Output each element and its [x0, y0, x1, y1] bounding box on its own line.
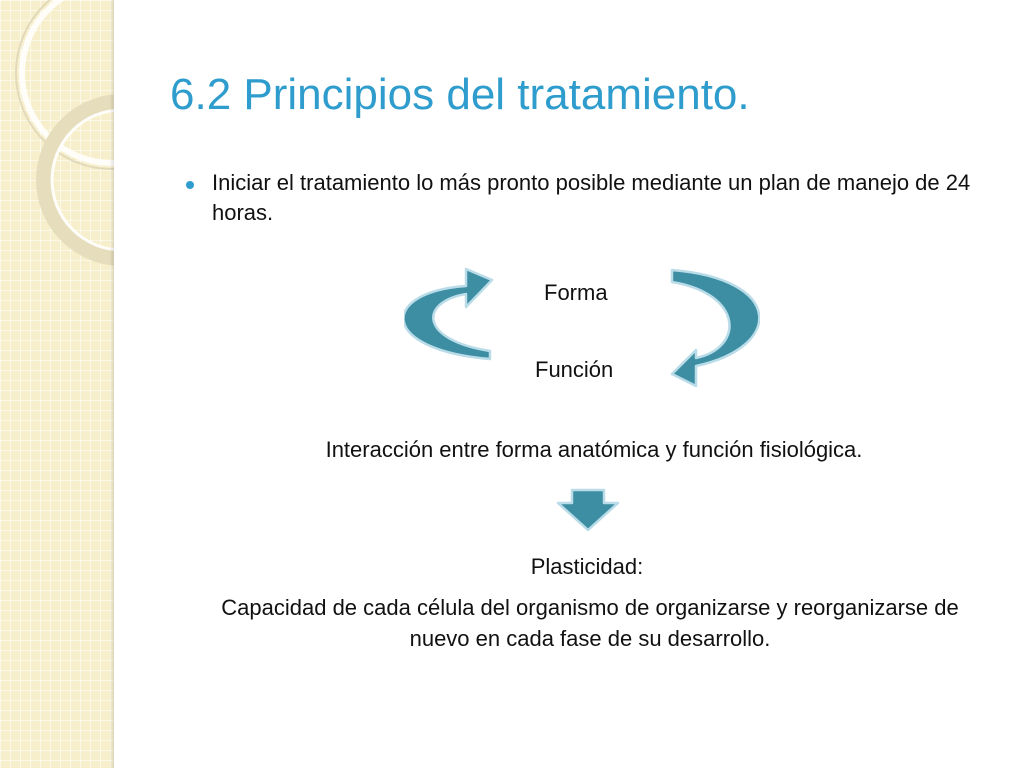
decorative-rings — [15, 0, 114, 266]
cycle-arrow-right — [670, 268, 760, 388]
cycle-label-forma: Forma — [544, 280, 608, 305]
bullet-dot — [186, 181, 194, 189]
down-arrow-icon — [556, 488, 620, 532]
bullet-text: Iniciar el tratamiento lo más pronto pos… — [212, 170, 971, 225]
slide-title: 6.2 Principios del tratamiento. — [170, 70, 750, 119]
decorative-side-panel — [0, 0, 114, 768]
cycle-label-funcion: Función — [535, 357, 614, 382]
circular-arrows-icon — [404, 267, 760, 388]
plasticity-title: Plasticidad: — [530, 554, 644, 579]
cycle-arrow-left — [404, 267, 494, 361]
plasticity-text: Capacidad de cada célula del organismo d… — [221, 595, 959, 651]
interaction-text: Interacción entre forma anatómica y func… — [325, 437, 863, 462]
